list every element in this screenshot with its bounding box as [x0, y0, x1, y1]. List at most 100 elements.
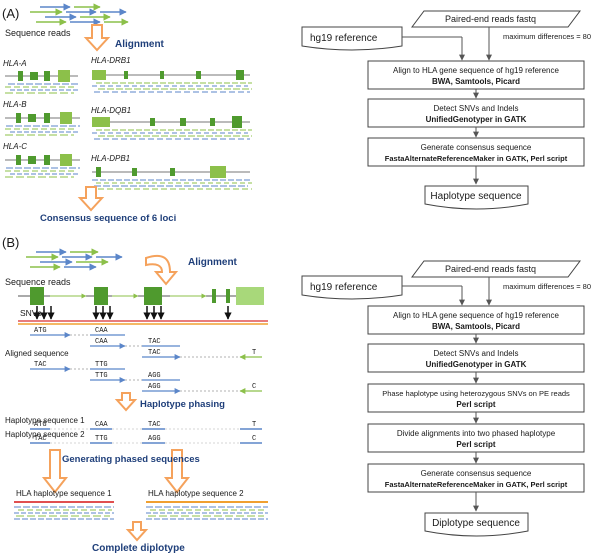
svg-text:CAA: CAA — [95, 338, 108, 346]
flow-a-output-box — [424, 185, 529, 210]
flow-b-output-box — [424, 512, 529, 537]
hla-hap2-label: HLA haplotype sequence 2 — [148, 489, 244, 498]
snv-arrows — [33, 306, 232, 320]
flowchart-a: hg19 reference Paired-end reads fastq ma… — [301, 10, 591, 210]
generating-label: Generating phased sequences — [62, 454, 200, 465]
svg-text:TAC: TAC — [34, 435, 47, 443]
hap2-label: Haplotype sequence 2 — [5, 430, 85, 439]
flow-a-step-3-line1: Generate consensus sequence — [421, 143, 532, 152]
hap1-codons: ATG CAA TAC T — [30, 421, 262, 430]
svg-text:C: C — [252, 435, 256, 443]
panel-b-alignment-arrow — [145, 254, 179, 286]
gene-label-hla-dpb1: HLA-DPB1 — [91, 154, 130, 163]
gene-block-hla-b — [5, 112, 80, 136]
panel-a-sequence-reads-label: Sequence reads — [5, 28, 71, 38]
haplotype-phasing-arrow — [114, 392, 138, 412]
phased-arrow-left — [41, 449, 69, 494]
svg-text:T: T — [252, 421, 256, 429]
svg-text:TAC: TAC — [34, 361, 47, 369]
haplotype-phasing-label: Haplotype phasing — [140, 399, 225, 410]
svg-text:CAA: CAA — [95, 421, 108, 429]
flow-b-reference-text: hg19 reference — [310, 282, 378, 293]
flow-a-input-box — [411, 10, 581, 28]
panel-a-alignment-arrow — [83, 24, 111, 52]
svg-text:TAC: TAC — [148, 349, 161, 357]
flow-a-step-2-line2: UnifiedGenotyper in GATK — [426, 115, 527, 124]
panel-a-alignment-label: Alignment — [115, 39, 165, 50]
flow-b-step-5-line2: FastaAlternateReferenceMaker in GATK, Pe… — [385, 480, 568, 489]
svg-text:T: T — [252, 349, 256, 357]
flow-b-step-5 — [367, 463, 585, 493]
flow-b-step-2 — [367, 343, 585, 373]
gene-label-hla-b: HLA-B — [3, 100, 27, 109]
hap2-codons: TAC TTG AGG C — [30, 435, 262, 444]
panel-b-reads — [26, 248, 123, 271]
flow-b-step-3 — [367, 383, 585, 413]
gene-block-hla-a — [5, 70, 78, 94]
flow-b-step-5-line1: Generate consensus sequence — [421, 469, 532, 478]
flow-a-reference-text: hg19 reference — [310, 33, 378, 44]
svg-text:TTG: TTG — [95, 361, 108, 369]
svg-text:C: C — [252, 383, 256, 391]
gene-block-hla-drb1 — [92, 70, 252, 93]
flow-a-input-text: Paired-end reads fastq — [445, 14, 536, 24]
panel-b-alignment-label: Alignment — [188, 257, 238, 268]
gene-block-hla-dpb1 — [92, 166, 252, 190]
panel-b-aligned-sequence-label: Aligned sequence — [5, 349, 69, 358]
flow-b-step-2-line2: UnifiedGenotyper in GATK — [426, 360, 527, 369]
flow-a-step-3-line2: FastaAlternateReferenceMaker in GATK, Pe… — [385, 154, 568, 163]
gene-block-hla-c — [5, 154, 80, 178]
hla-hap1-reads — [14, 506, 114, 520]
panel-b-snvs-label: SNVs — [20, 308, 42, 318]
flow-a-step-1-line1: Align to HLA gene sequence of hg19 refer… — [393, 66, 559, 75]
hla-hap2-reads — [146, 506, 268, 520]
flow-a-output-text: Haplotype sequence — [430, 191, 522, 202]
flow-b-step-1-line1: Align to HLA gene sequence of hg19 refer… — [393, 311, 559, 320]
flow-b-step-2-line1: Detect SNVs and Indels — [434, 349, 519, 358]
flow-b-reference-box — [301, 275, 403, 300]
panel-a-consensus-arrow — [77, 186, 105, 212]
flow-b-input-text: Paired-end reads fastq — [445, 264, 536, 274]
flow-b-step-4 — [367, 423, 585, 453]
flow-b-output-text: Diplotype sequence — [432, 518, 520, 529]
svg-text:TAC: TAC — [148, 421, 161, 429]
svg-text:TAC: TAC — [148, 338, 161, 346]
svg-text:AGG: AGG — [148, 383, 161, 391]
flow-a-maxdiff-text: maximum differences = 80 — [503, 32, 591, 41]
panel-a-label: (A) — [2, 6, 19, 21]
flow-b-maxdiff-text: maximum differences = 80 — [503, 282, 591, 291]
complete-diplotype-label: Complete diplotype — [92, 543, 185, 554]
complete-diplotype-arrow — [125, 521, 149, 542]
panel-a-reads — [30, 3, 129, 26]
flow-b-input-box — [411, 260, 581, 278]
gene-block-hla-dqb1 — [92, 116, 252, 140]
flow-b-step-3-line2: Perl script — [456, 400, 495, 409]
flowchart-b: hg19 reference Paired-end reads fastq ma… — [301, 260, 591, 537]
svg-text:AGG: AGG — [148, 372, 161, 380]
gene-label-hla-c: HLA-C — [3, 142, 27, 151]
aligned-reads: ATG CAA CAA TAC Aligned sequence TAC T T… — [5, 327, 262, 394]
flow-a-step-2-line1: Detect SNVs and Indels — [434, 104, 519, 113]
svg-text:TTG: TTG — [95, 372, 108, 380]
phased-arrow-right — [163, 449, 191, 494]
svg-text:ATG: ATG — [34, 327, 47, 335]
svg-text:TTG: TTG — [95, 435, 108, 443]
flow-b-step-4-line2: Perl script — [456, 440, 495, 449]
flow-b-step-1-line2: BWA, Samtools, Picard — [432, 322, 520, 331]
flow-a-reference-box — [301, 26, 403, 51]
panel-b-sequence-reads-label: Sequence reads — [5, 277, 71, 287]
svg-text:ATG: ATG — [34, 421, 47, 429]
panel-a-consensus-label: Consensus sequence of 6 loci — [40, 213, 176, 224]
svg-text:CAA: CAA — [95, 327, 108, 335]
gene-label-hla-dqb1: HLA-DQB1 — [91, 106, 131, 115]
svg-text:AGG: AGG — [148, 435, 161, 443]
flow-a-step-1-line2: BWA, Samtools, Picard — [432, 77, 520, 86]
panel-b-label: (B) — [2, 235, 19, 250]
flow-b-step-4-line1: Divide alignments into two phased haplot… — [397, 429, 556, 438]
hap1-label: Haplotype sequence 1 — [5, 416, 85, 425]
gene-label-hla-drb1: HLA-DRB1 — [91, 56, 131, 65]
gene-label-hla-a: HLA-A — [3, 59, 27, 68]
hla-hap1-label: HLA haplotype sequence 1 — [16, 489, 112, 498]
flow-b-step-3-line1: Phase haplotype using heterozygous SNVs … — [382, 389, 570, 398]
